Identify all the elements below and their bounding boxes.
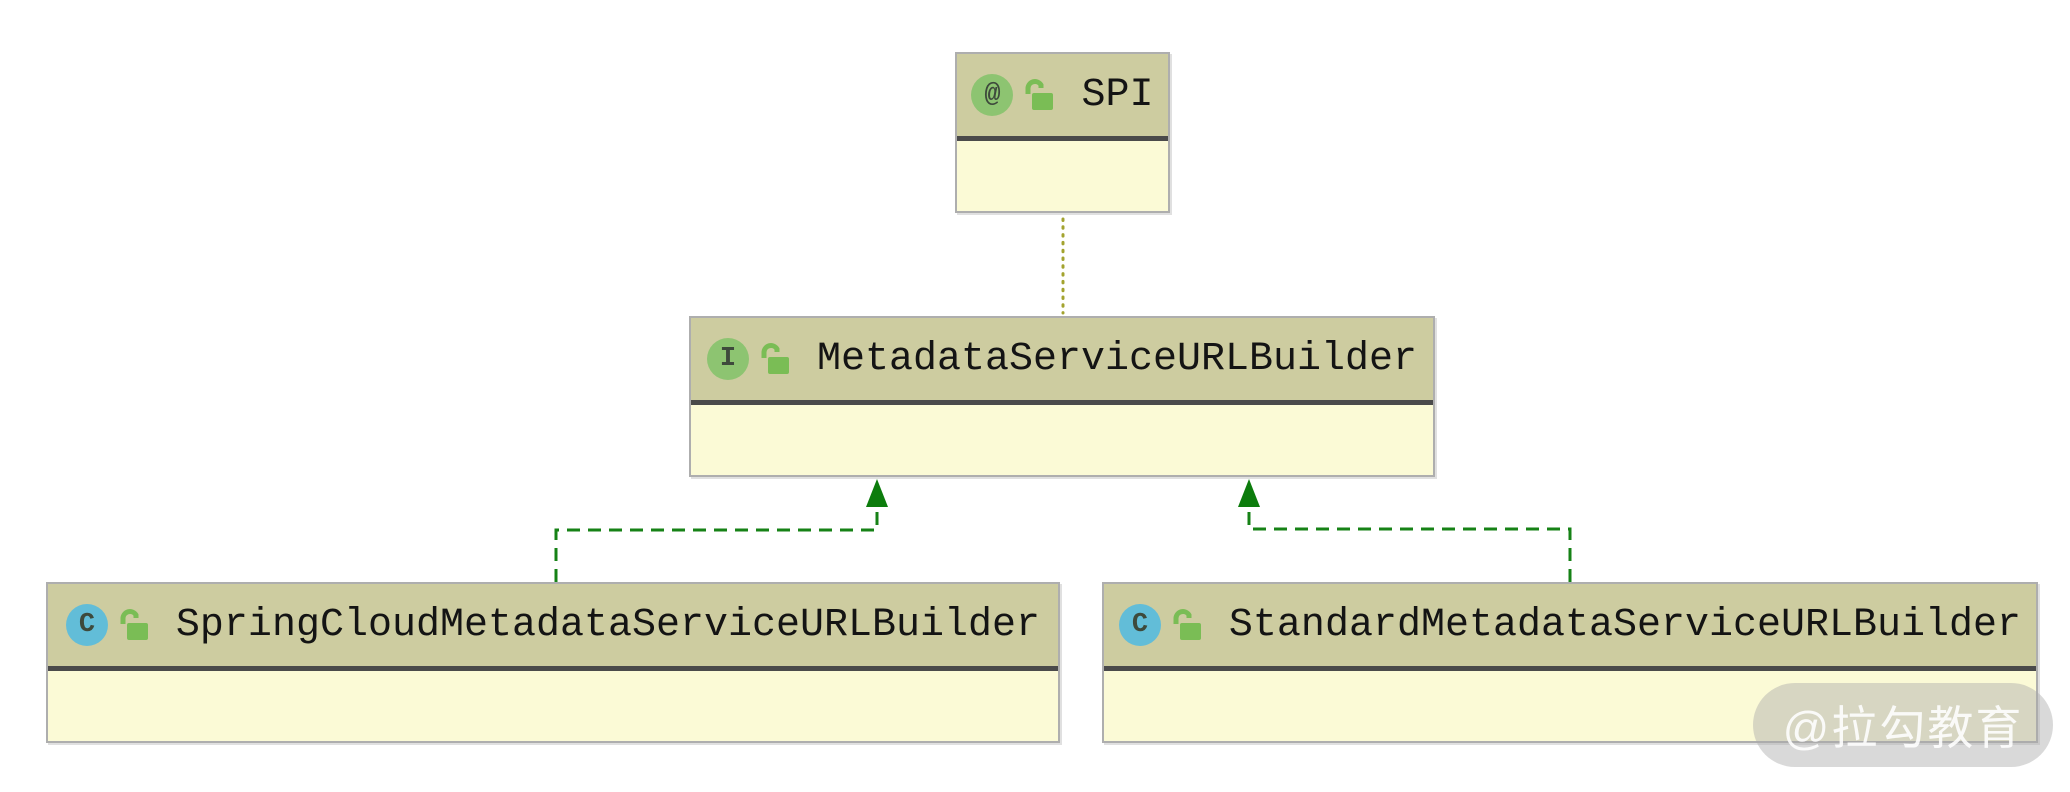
open-lock-icon bbox=[761, 343, 789, 374]
open-lock-icon bbox=[1025, 79, 1054, 110]
node-title: StandardMetadataServiceURLBuilder bbox=[1228, 602, 2022, 648]
implements-edge-right bbox=[1247, 509, 1572, 582]
node-body bbox=[1104, 671, 2036, 741]
uml-node-springcloudmetadataserviceurlbuilder[interactable]: C SpringCloudMetadataServiceURLBuilder bbox=[46, 582, 1060, 743]
node-body bbox=[691, 405, 1433, 475]
node-body bbox=[48, 671, 1058, 741]
annotation-icon: @ bbox=[971, 74, 1014, 116]
uml-node-metadataserviceurlbuilder[interactable]: I MetadataServiceURLBuilder bbox=[689, 316, 1435, 477]
open-lock-icon bbox=[120, 609, 148, 640]
uml-node-standardmetadataserviceurlbuilder[interactable]: C StandardMetadataServiceURLBuilder bbox=[1102, 582, 2038, 743]
node-title: MetadataServiceURLBuilder bbox=[816, 336, 1418, 382]
realization-arrow-icon bbox=[1238, 479, 1260, 507]
realization-arrow-icon bbox=[866, 479, 888, 507]
class-icon: C bbox=[1118, 604, 1161, 646]
node-title: SPI bbox=[1081, 72, 1154, 118]
open-lock-icon bbox=[1173, 609, 1201, 640]
node-header: @ SPI bbox=[957, 54, 1168, 141]
class-icon: C bbox=[65, 604, 108, 646]
node-header: C StandardMetadataServiceURLBuilder bbox=[1104, 584, 2036, 671]
watermark-badge: @拉勾教育 bbox=[1753, 683, 2053, 767]
node-body bbox=[957, 141, 1168, 211]
node-title: SpringCloudMetadataServiceURLBuilder bbox=[175, 602, 1041, 648]
interface-icon: I bbox=[706, 338, 749, 380]
implements-edge-left bbox=[554, 509, 879, 582]
uml-node-spi[interactable]: @ SPI bbox=[955, 52, 1170, 213]
watermark-text: @拉勾教育 bbox=[1782, 702, 2024, 754]
node-header: C SpringCloudMetadataServiceURLBuilder bbox=[48, 584, 1058, 671]
node-header: I MetadataServiceURLBuilder bbox=[691, 318, 1433, 405]
